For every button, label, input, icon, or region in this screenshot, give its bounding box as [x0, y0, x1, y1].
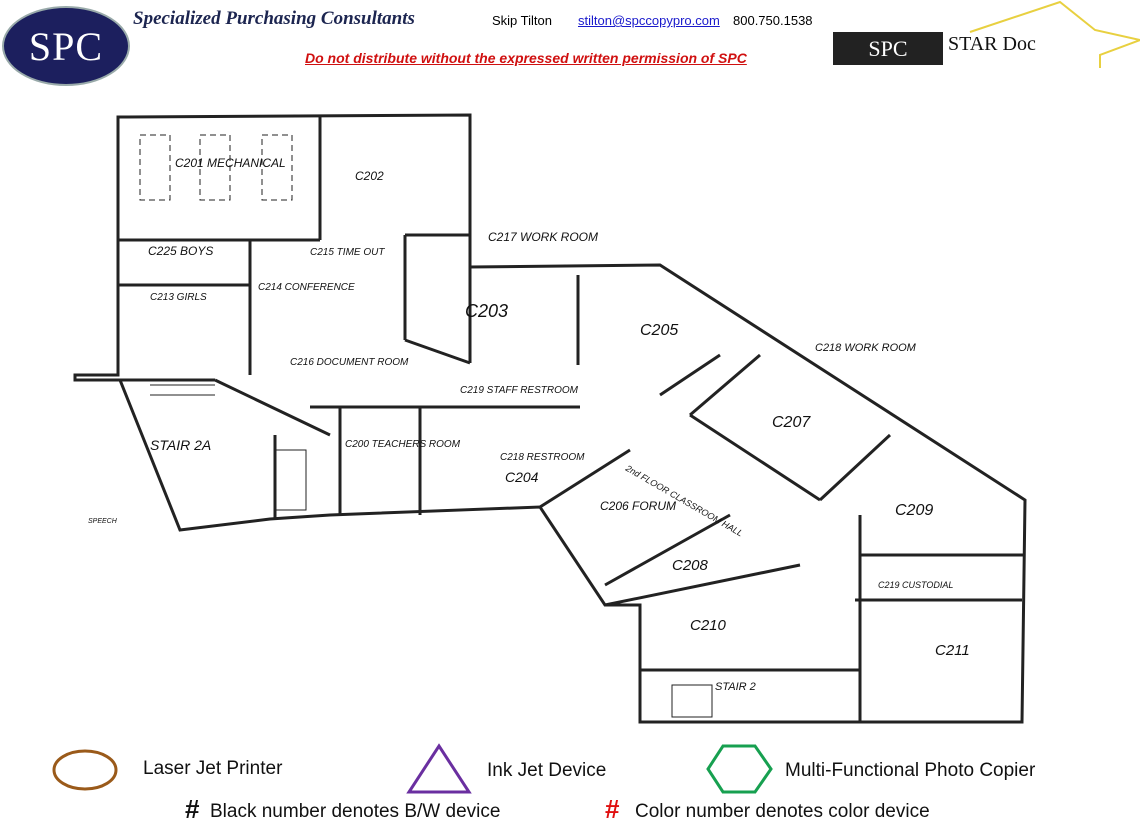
room-c211: C211: [935, 642, 970, 659]
mechanical-units: [139, 134, 293, 201]
spc-logo: SPC: [2, 6, 130, 86]
contact-email-link[interactable]: stilton@spccopypro.com: [578, 13, 720, 28]
room-c215: C215 TIME OUT: [310, 247, 385, 258]
laser-printer-circle-icon: [52, 749, 118, 791]
room-c200: C200 TEACHERS ROOM: [345, 439, 461, 450]
star-outline-icon: [969, 0, 1140, 68]
company-name: Specialized Purchasing Consultants: [133, 8, 415, 29]
room-c203: C203: [465, 301, 508, 321]
room-c201: C201 MECHANICAL: [175, 156, 286, 170]
room-c206: C206 FORUM: [600, 499, 676, 513]
room-c219-custodial: C219 CUSTODIAL: [878, 580, 953, 590]
floor-plan-drawing: C201 MECHANICAL C202 C217 WORK ROOM C225…: [73, 113, 1027, 724]
room-speech: SPEECH: [88, 518, 118, 525]
copier-hexagon-icon: [706, 744, 773, 794]
legend-color-note: Color number denotes color device: [635, 801, 930, 822]
red-hash-icon: #: [605, 794, 620, 824]
distribution-warning: Do not distribute without the expressed …: [305, 50, 747, 66]
room-c213: C213 GIRLS: [150, 292, 207, 303]
room-c218-work: C218 WORK ROOM: [815, 342, 917, 354]
logo-text: SPC: [28, 23, 104, 69]
ink-jet-triangle-icon: [406, 743, 472, 794]
legend-inkjet: Ink Jet Device: [487, 760, 607, 781]
room-stair-2a: STAIR 2A: [150, 437, 211, 453]
room-c217: C217 WORK ROOM: [488, 230, 598, 244]
room-c205: C205: [640, 322, 678, 339]
legend-bw-note: Black number denotes B/W device: [210, 801, 501, 822]
room-c204: C204: [505, 469, 539, 485]
room-c225: C225 BOYS: [148, 244, 213, 258]
black-hash-icon: #: [185, 794, 200, 824]
room-stair-2: STAIR 2: [715, 681, 756, 693]
room-c208: C208: [672, 557, 709, 574]
star-doc-logo-spc: SPC: [833, 32, 943, 65]
room-c216: C216 DOCUMENT ROOM: [290, 357, 409, 368]
room-c210: C210: [690, 617, 727, 634]
legend-mfp: Multi-Functional Photo Copier: [785, 760, 1036, 781]
legend-laser: Laser Jet Printer: [143, 758, 283, 779]
walls: [73, 113, 1027, 724]
contact-phone: 800.750.1538: [733, 13, 813, 28]
contact-name: Skip Tilton: [492, 13, 552, 28]
room-labels: C201 MECHANICAL C202 C217 WORK ROOM C225…: [88, 156, 970, 693]
room-c219-staff: C219 STAFF RESTROOM: [460, 385, 579, 396]
star-doc-logo-name: STAR Doc: [948, 33, 1036, 55]
room-c214: C214 CONFERENCE: [258, 282, 355, 293]
room-c202: C202: [355, 169, 384, 183]
room-c209: C209: [895, 502, 933, 519]
room-c207: C207: [772, 414, 811, 431]
stairs: [150, 384, 713, 718]
room-c218-restroom: C218 RESTROOM: [500, 452, 585, 463]
